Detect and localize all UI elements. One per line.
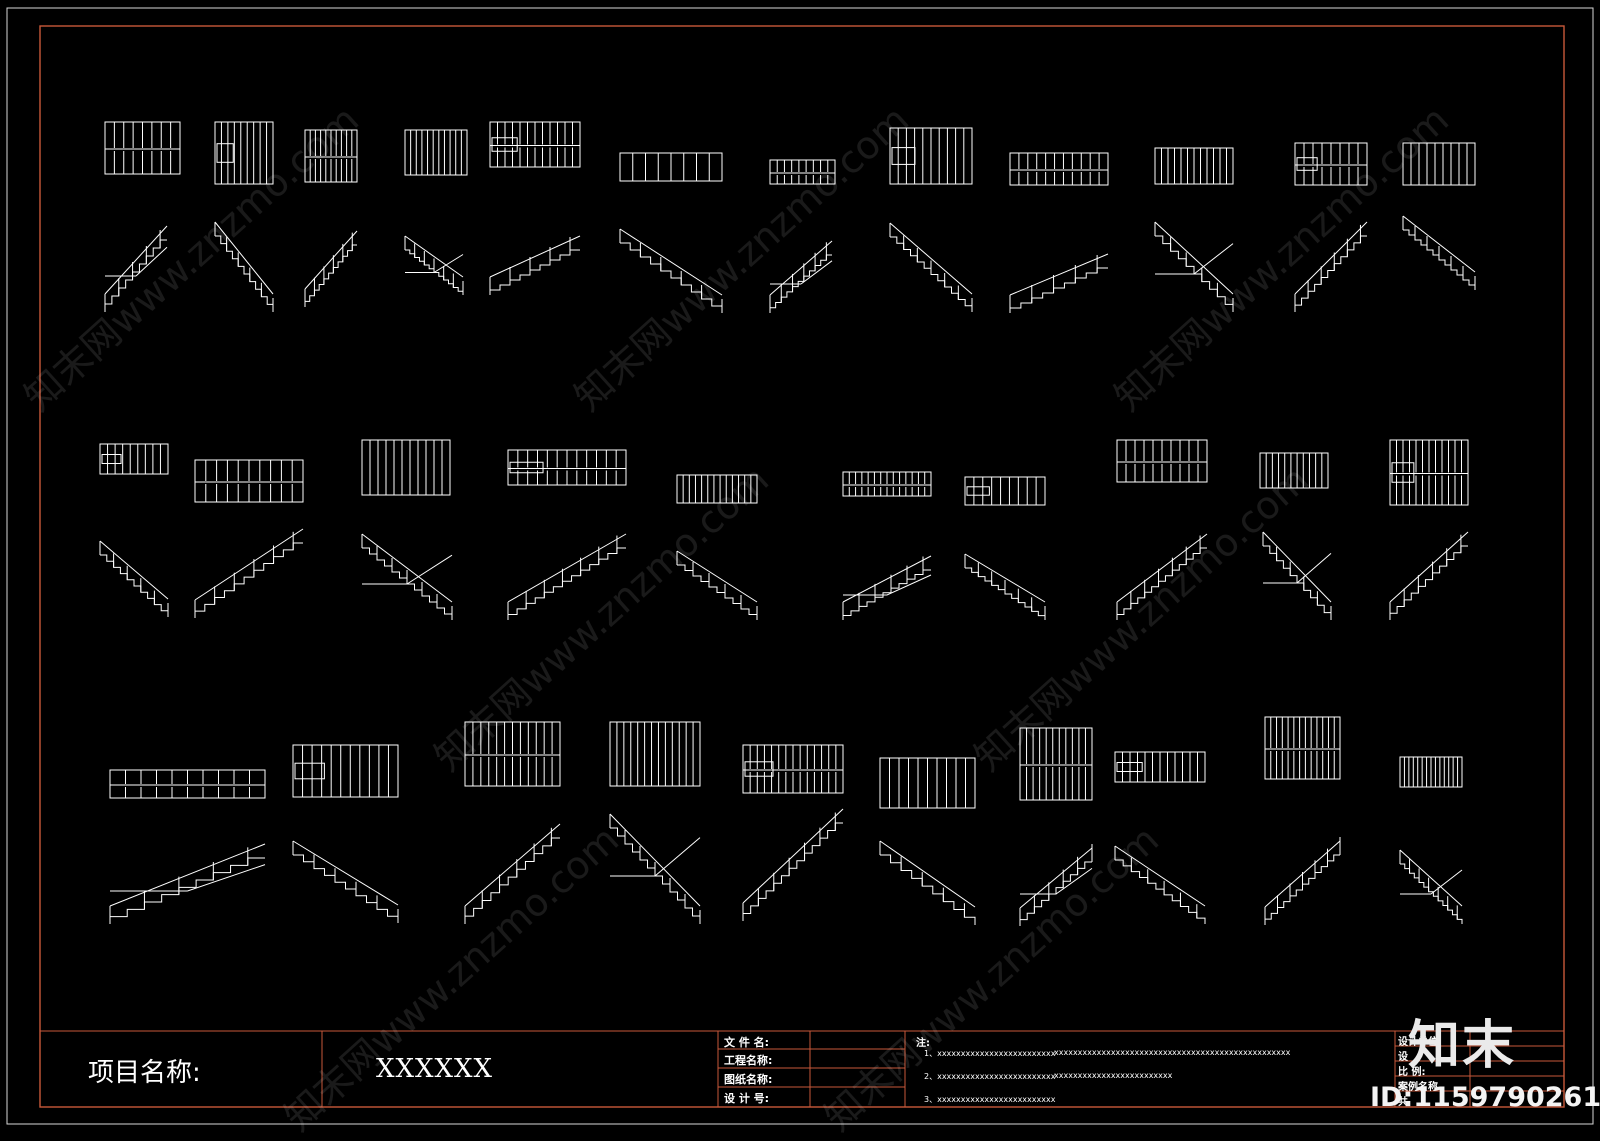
stair-elevation-symbol bbox=[109, 843, 266, 924]
designer-field: 设 bbox=[1398, 1052, 1408, 1063]
note-line: xxxxxxxxxxxxxxxxxxxxxxxxx bbox=[1054, 1071, 1173, 1080]
stair-plan-symbol bbox=[879, 757, 976, 809]
project-name-label: 项目名称: bbox=[88, 1058, 201, 1088]
stair-plan-symbol bbox=[109, 769, 266, 799]
stair-plan-symbol bbox=[769, 159, 836, 185]
stair-elevation-symbol bbox=[1154, 221, 1234, 312]
stair-plan-symbol bbox=[404, 129, 468, 176]
title-block-grid bbox=[40, 1030, 1564, 1107]
stair-plan-symbol bbox=[104, 121, 181, 175]
stair-plan-symbol bbox=[1294, 142, 1368, 186]
stair-plan-symbol bbox=[214, 121, 274, 185]
drawing-name-field: 图纸名称: bbox=[724, 1073, 773, 1086]
stair-elevation-symbol bbox=[464, 823, 561, 924]
stair-plan-symbol bbox=[676, 474, 758, 504]
engineering-name-field: 工程名称: bbox=[724, 1054, 773, 1067]
stair-plan-symbol bbox=[1264, 716, 1341, 780]
stair-elevation-symbol bbox=[1114, 845, 1206, 924]
stair-plan-symbol bbox=[1259, 452, 1329, 489]
stair-plan-symbol bbox=[1154, 147, 1234, 185]
sheet-total-field: 共 bbox=[1398, 1097, 1408, 1108]
stair-elevation-symbol bbox=[507, 533, 627, 620]
stair-elevation-symbol bbox=[304, 230, 358, 307]
brand-logo: 知末 bbox=[1408, 1016, 1517, 1076]
stair-elevation-symbol bbox=[1019, 844, 1093, 926]
stair-elevation-symbol bbox=[742, 808, 844, 921]
stair-plan-symbol bbox=[1399, 756, 1463, 788]
stair-elevation-symbol bbox=[1262, 531, 1332, 620]
stair-plan-symbol bbox=[292, 744, 399, 798]
file-name-field: 文 件 名: bbox=[724, 1036, 770, 1049]
stair-plan-symbol bbox=[1009, 152, 1109, 186]
stair-plan-symbol bbox=[1389, 439, 1469, 506]
stair-elevation-symbol bbox=[879, 840, 976, 925]
stair-elevation-symbol bbox=[214, 221, 274, 312]
note-line: 1、xxxxxxxxxxxxxxxxxxxxxxxxx bbox=[924, 1049, 1056, 1058]
notes-title: 注: bbox=[916, 1038, 930, 1049]
stair-plan-symbol bbox=[507, 449, 627, 486]
stair-plan-symbol bbox=[489, 121, 581, 168]
stair-plan-symbol bbox=[464, 721, 561, 787]
design-number-field: 设 计 号: bbox=[724, 1092, 770, 1105]
stair-plan-symbol bbox=[1019, 727, 1093, 801]
stair-elevation-symbol bbox=[1399, 849, 1463, 924]
stair-plan-symbol bbox=[1116, 439, 1208, 483]
stair-elevation-symbol bbox=[292, 840, 399, 923]
stair-elevation-symbol bbox=[1294, 221, 1368, 312]
stair-elevation-symbol bbox=[194, 528, 304, 618]
project-name-value: XXXXXX bbox=[376, 1054, 494, 1084]
stair-plan-symbol bbox=[1114, 751, 1206, 783]
stair-plan-symbol bbox=[842, 471, 932, 497]
stair-elevation-symbol bbox=[489, 235, 581, 295]
outer-border bbox=[6, 7, 1594, 1125]
note-line: 2、xxxxxxxxxxxxxxxxxxxxxxxxx bbox=[924, 1072, 1056, 1081]
stair-elevation-symbol bbox=[842, 555, 932, 620]
stair-plan-symbol bbox=[361, 439, 451, 496]
note-line: 3、xxxxxxxxxxxxxxxxxxxxxxxxx bbox=[924, 1095, 1056, 1104]
stair-plan-symbol bbox=[609, 721, 701, 787]
stair-plan-symbol bbox=[964, 476, 1046, 506]
stair-elevation-symbol bbox=[889, 222, 973, 312]
stair-elevation-symbol bbox=[676, 550, 758, 620]
stair-elevation-symbol bbox=[1389, 531, 1469, 620]
stair-elevation-symbol bbox=[404, 235, 464, 295]
stair-elevation-symbol bbox=[1264, 837, 1341, 925]
stair-plan-symbol bbox=[619, 152, 723, 182]
case-name-field: 案例名称 bbox=[1398, 1082, 1438, 1093]
stair-plan-symbol bbox=[194, 459, 304, 503]
document-id: ID:1159790261 bbox=[1370, 1082, 1600, 1113]
note-line: xxxxxxxxxxxxxxxxxxxxxxxxx bbox=[1172, 1048, 1291, 1057]
design-unit-field: 设计单位 bbox=[1398, 1037, 1438, 1048]
stair-elevation-symbol bbox=[609, 813, 701, 924]
stair-elevation-symbol bbox=[964, 553, 1046, 620]
drawing-frame bbox=[39, 25, 1565, 1108]
stair-plan-symbol bbox=[304, 129, 358, 183]
stair-plan-symbol bbox=[99, 443, 169, 475]
stair-symbols bbox=[99, 121, 1476, 926]
stair-plan-symbol bbox=[742, 744, 844, 794]
stair-plan-symbol bbox=[889, 127, 973, 185]
stair-elevation-symbol bbox=[104, 225, 168, 312]
note-line: xxxxxxxxxxxxxxxxxxxxxxxxx bbox=[1054, 1048, 1173, 1057]
stair-elevation-symbol bbox=[361, 533, 453, 620]
stair-elevation-symbol bbox=[99, 540, 169, 617]
stair-elevation-symbol bbox=[1009, 253, 1109, 313]
scale-field: 比 例: bbox=[1398, 1067, 1426, 1078]
stair-elevation-symbol bbox=[1116, 533, 1208, 620]
stair-plan-symbol bbox=[1402, 142, 1476, 186]
stair-elevation-symbol bbox=[619, 228, 723, 313]
stair-elevation-symbol bbox=[1402, 215, 1476, 290]
stair-elevation-symbol bbox=[769, 240, 833, 313]
